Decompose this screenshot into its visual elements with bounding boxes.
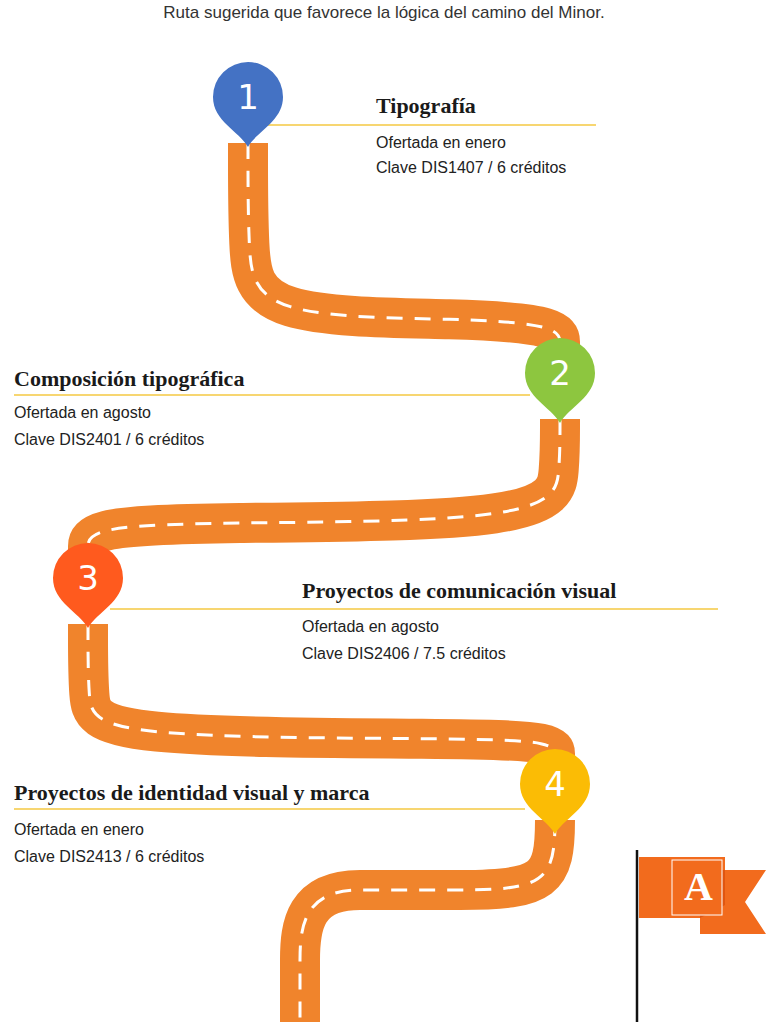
road-surface <box>88 624 555 756</box>
road-dash <box>300 820 555 1022</box>
heading-rule <box>14 394 530 396</box>
heading-rule <box>262 124 596 126</box>
flag-letter: A <box>684 865 713 909</box>
pin-shape <box>53 543 123 628</box>
road-tail <box>300 820 555 1022</box>
course-detail: Clave DIS2406 / 7.5 créditos <box>302 644 506 664</box>
course-step: 4 Proyectos de identidad visual y marcaOf… <box>14 746 595 867</box>
road-segment <box>88 624 555 756</box>
course-step: 2 Composición tipográficaOfertada en agos… <box>14 335 600 450</box>
course-detail: Ofertada en enero <box>14 820 144 840</box>
title: Ruta sugerida que favorece la lógica del… <box>0 2 768 24</box>
course-title: Composición tipográfica <box>14 366 244 392</box>
course-detail: Ofertada en enero <box>376 133 506 153</box>
flag <box>639 857 766 934</box>
course-step: 3Proyectos de comunicación visualOfertad… <box>48 540 617 664</box>
course-detail: Clave DIS2413 / 6 créditos <box>14 847 204 867</box>
step-number: 2 <box>525 338 595 408</box>
step-number: 1 <box>213 62 283 132</box>
course-detail: Clave DIS1407 / 6 créditos <box>376 158 566 178</box>
course-title: Proyectos de comunicación visual <box>302 578 616 604</box>
flag-emblem <box>672 860 722 915</box>
course-title: Tipografía <box>376 93 476 119</box>
flag-pole <box>636 850 639 1022</box>
course-step: 1 TipografíaOfertada en eneroClave DIS140… <box>208 59 567 178</box>
course-detail: Clave DIS2401 / 6 créditos <box>14 430 204 450</box>
road-dash <box>88 624 555 756</box>
heading-rule <box>110 608 718 610</box>
step-number: 3 <box>53 543 123 613</box>
pin-shape <box>213 62 283 147</box>
course-detail: Ofertada en agosto <box>302 617 439 637</box>
pin-shape <box>525 338 595 423</box>
pin-shape <box>520 749 590 834</box>
course-title: Proyectos de identidad visual y marca <box>14 780 369 806</box>
step-number: 4 <box>520 749 590 819</box>
heading-rule <box>14 808 525 810</box>
course-detail: Ofertada en agosto <box>14 403 151 423</box>
